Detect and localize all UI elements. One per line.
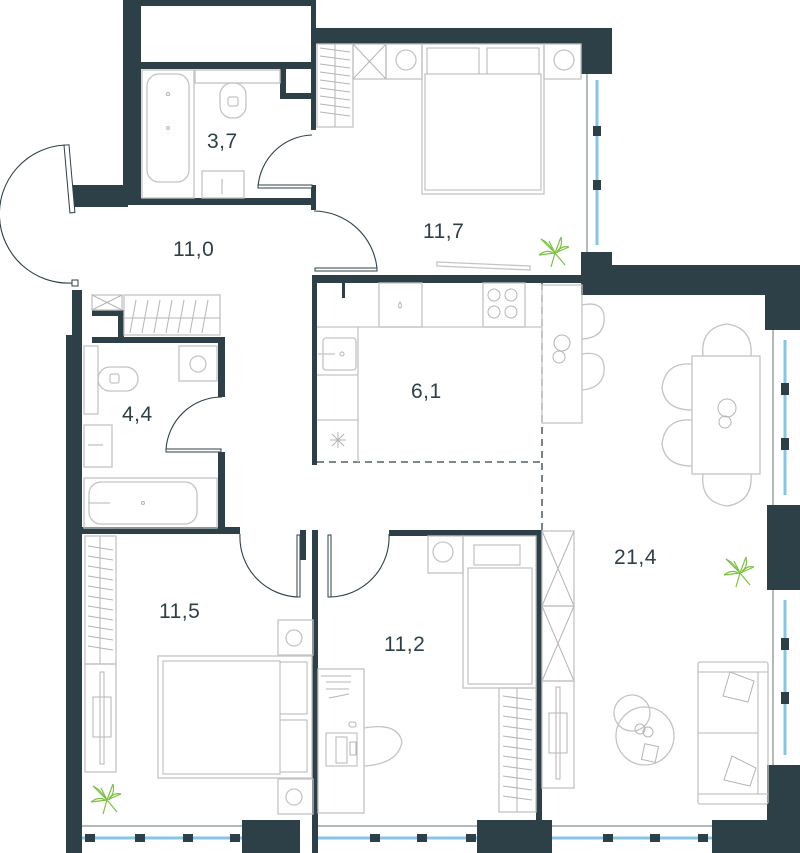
- furniture: [83, 43, 769, 815]
- plant-icon: [90, 783, 122, 815]
- room-area-living-room: 21,4: [614, 546, 657, 569]
- room-area-bedroom-bottom-left: 11,5: [159, 600, 201, 623]
- bathtub-icon: [141, 69, 195, 199]
- double-bed-icon: [157, 655, 313, 779]
- stove-icon: [482, 282, 526, 328]
- laptop-icon: [325, 732, 358, 767]
- coffee-table-icon: [615, 706, 675, 766]
- kitchen-boundary: [317, 283, 543, 530]
- doors: [0, 134, 390, 598]
- room-area-bathroom-top: 3,7: [207, 130, 238, 153]
- sink-cabinet: [378, 282, 423, 328]
- room-area-kitchen: 6,1: [411, 380, 442, 403]
- washing-machine-icon: [178, 345, 218, 382]
- room-area-hallway: 11,0: [173, 238, 215, 261]
- room-area-bedroom-bottom-middle: 11,2: [384, 633, 426, 656]
- toilet-icon: [97, 366, 139, 392]
- windows: [82, 74, 789, 842]
- plant-icon: [723, 556, 755, 588]
- nightstand-icon: [277, 778, 314, 815]
- bar-counter: [541, 284, 583, 424]
- bathtub-icon: [83, 477, 218, 529]
- room-area-bedroom-top: 11,7: [423, 220, 465, 243]
- room-area-bathroom-left: 4,4: [122, 403, 153, 426]
- fridge-icon: [330, 432, 346, 448]
- dining-table-icon: [691, 355, 761, 475]
- sink-icon: [83, 424, 113, 468]
- plant-icon: [538, 236, 570, 268]
- double-bed-icon: [421, 43, 545, 195]
- toilet-icon: [219, 82, 247, 119]
- nightstand-icon: [277, 619, 314, 656]
- nightstand-icon: [543, 43, 582, 80]
- desk-icon: [317, 668, 365, 814]
- nightstand-icon: [385, 43, 423, 80]
- sink-icon: [201, 170, 245, 199]
- walls: [66, 0, 800, 853]
